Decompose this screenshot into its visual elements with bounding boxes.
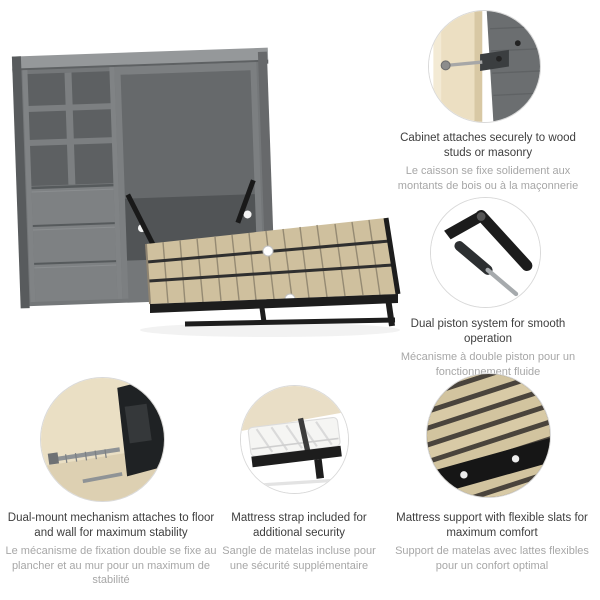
storage-cabinet [11,47,276,309]
piston-photo [430,197,541,308]
frame-rail [427,437,550,497]
dual-mount-graphic [41,378,164,501]
dual-mount-photo [40,377,165,502]
mattress-strap-graphic [241,386,348,493]
callout-text: Mattress support with flexible slats for… [394,511,590,573]
murphy-bed-illustration [0,22,408,352]
callout-subtitle: Sangle de matelas incluse pour une sécur… [222,545,376,572]
callout-title: Mattress support with flexible slats for… [396,512,588,540]
callout-text: Dual piston system for smooth operation … [392,317,584,379]
callout-text: Dual-mount mechanism attaches to floor a… [2,511,220,587]
bed-frame [251,445,342,468]
bracket [444,211,486,240]
mattress-strap-line [148,263,394,283]
leg-frame [184,297,396,327]
piston-rod [485,267,519,297]
bed-compartment [114,62,265,299]
wall-stud-graphic [429,11,540,122]
arm [475,209,533,272]
callout-title: Dual-mount mechanism attaches to floor a… [7,512,215,540]
slat-gaps [162,219,381,304]
slats-photo [426,373,551,498]
piston-graphic [431,198,540,307]
lag-screw [446,60,483,68]
mattress-strap-photo [240,385,349,494]
callout-text: Mattress strap included for additional s… [220,511,378,573]
callout-title: Dual piston system for smooth operation [410,318,566,346]
strap-button [262,245,274,257]
floor-bolt [82,472,123,484]
foot-rail [383,217,401,295]
front-rail [150,294,398,313]
mattress [247,416,342,479]
murphy-bed-drawing [11,47,401,337]
callout-subtitle: Mécanisme à double piston pour un foncti… [400,351,576,378]
bed-platform [145,217,401,313]
bed-leg [314,458,325,479]
wall-attachment-photo [428,10,541,123]
slat-holder [460,471,468,479]
mounting-rail [480,49,509,71]
lag-bolt [47,447,121,465]
callout-subtitle: Le caisson se fixe solidement aux montan… [397,165,579,192]
callout-title: Cabinet attaches securely to wood studs … [400,132,576,160]
piston-left [125,193,157,249]
callout-title: Mattress strap included for additional s… [231,512,367,540]
piston-cylinder [454,241,493,275]
slats-graphic [427,374,550,497]
callout-subtitle: Support de matelas avec lattes flexibles… [395,545,589,572]
floor-shadow [140,323,400,337]
callout-subtitle: Le mécanisme de fixation double se fixe … [5,545,217,586]
drawers [31,183,118,302]
strap [297,417,311,453]
piston-right [235,179,256,224]
callout-text: Cabinet attaches securely to wood studs … [392,131,584,193]
slat-holder [511,455,520,463]
open-shelves [22,67,123,303]
